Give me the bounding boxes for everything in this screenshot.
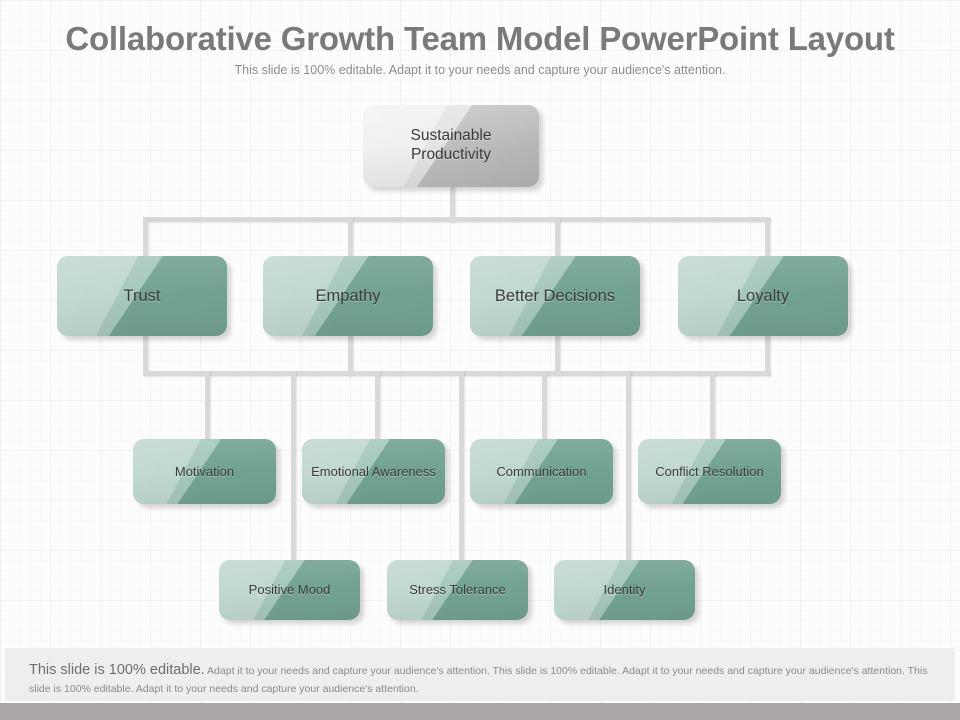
connector-drop-communication <box>542 371 547 439</box>
connector-root-stem <box>450 186 455 222</box>
node-label: Emotional Awareness <box>311 463 436 479</box>
footer-panel: This slide is 100% editable. Adapt it to… <box>5 648 955 701</box>
node-label: Trust <box>123 286 161 305</box>
node-label: Sustainable Productivity <box>410 127 492 163</box>
connector-stem-better-decisions <box>555 330 560 375</box>
page-subtitle: This slide is 100% editable. Adapt it to… <box>234 63 726 77</box>
node-label: Empathy <box>315 286 381 305</box>
node-communication[interactable]: Communication <box>470 439 613 504</box>
node-label: Stress Tolerance <box>409 582 506 598</box>
node-label: Communication <box>496 463 587 479</box>
connector-stem-empathy <box>348 330 353 375</box>
node-label: Better Decisions <box>494 286 616 305</box>
footer-body: Adapt it to your needs and capture your … <box>29 665 928 695</box>
connector-stem-loyalty <box>765 330 770 375</box>
node-identity[interactable]: Identity <box>554 560 695 620</box>
connector-drop-conflict-resolution <box>710 371 715 439</box>
connector-drop-motivation <box>205 371 210 439</box>
bottom-accent-bar <box>0 703 960 720</box>
node-label: Positive Mood <box>248 582 331 598</box>
node-loyalty[interactable]: Loyalty <box>678 256 848 336</box>
node-label: Motivation <box>174 463 235 479</box>
node-label: Identity <box>603 582 646 598</box>
connector-bus-level2 <box>143 217 770 222</box>
node-stress-tolerance[interactable]: Stress Tolerance <box>387 560 528 620</box>
node-motivation[interactable]: Motivation <box>133 439 276 504</box>
node-conflict-resolution[interactable]: Conflict Resolution <box>638 439 781 504</box>
connector-drop-stress-tolerance <box>459 371 464 561</box>
connector-drop-positive-mood <box>291 371 296 561</box>
page-title: Collaborative Growth Team Model PowerPoi… <box>65 20 895 57</box>
node-sustainable-productivity[interactable]: Sustainable Productivity <box>363 105 539 187</box>
footer-text: This slide is 100% editable. Adapt it to… <box>29 660 931 698</box>
connector-stem-trust <box>143 330 148 375</box>
connector-drop-emotional-awareness <box>375 371 380 439</box>
node-trust[interactable]: Trust <box>57 256 227 336</box>
footer-lead: This slide is 100% editable. <box>29 662 205 678</box>
node-better-decisions[interactable]: Better Decisions <box>470 256 640 336</box>
node-label: Loyalty <box>736 286 790 305</box>
node-label: Conflict Resolution <box>655 463 764 479</box>
connector-bus-level3 <box>143 371 770 376</box>
connector-drop-identity <box>626 371 631 561</box>
node-empathy[interactable]: Empathy <box>263 256 433 336</box>
node-emotional-awareness[interactable]: Emotional Awareness <box>302 439 445 504</box>
node-positive-mood[interactable]: Positive Mood <box>219 560 360 620</box>
